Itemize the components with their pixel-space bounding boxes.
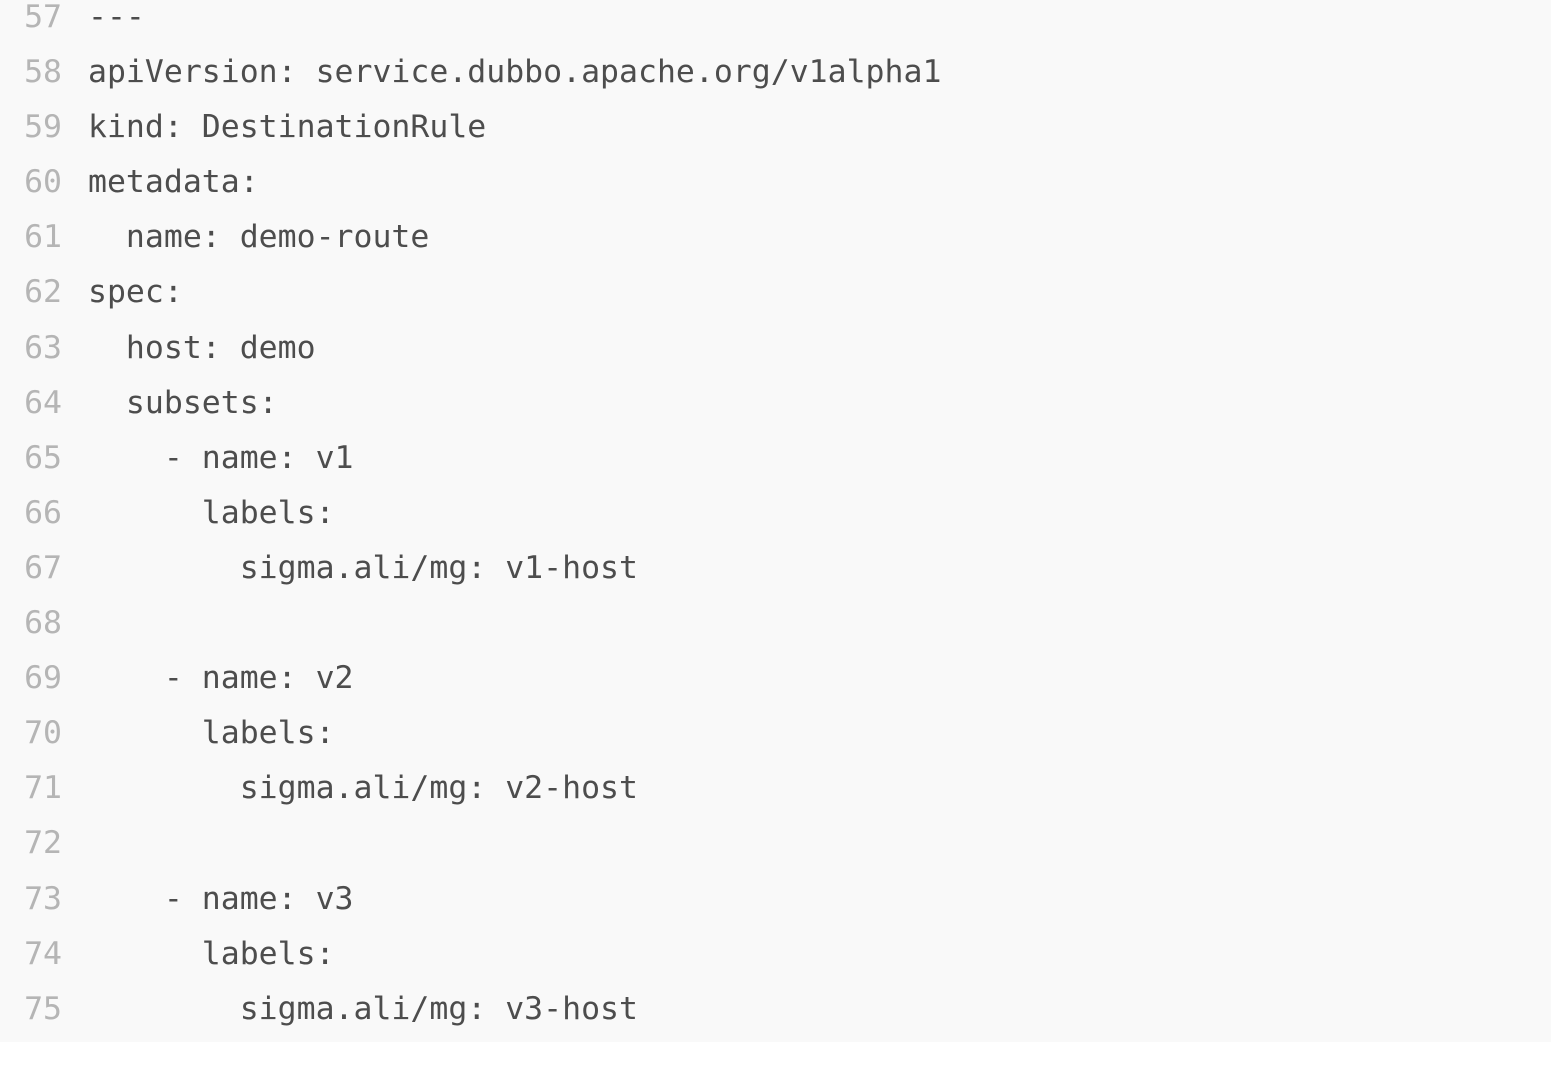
code-line: 58 apiVersion: service.dubbo.apache.org/v… [0,45,1551,100]
line-code: metadata: [88,164,259,201]
line-number: 59 [24,109,62,146]
line-code: sigma.ali/mg: v1-host [88,549,638,586]
line-code: name: demo-route [88,219,430,256]
code-line: 67 sigma.ali/mg: v1-host [0,541,1551,596]
line-number: 58 [24,54,62,91]
code-line: 74 labels: [0,927,1551,982]
code-viewer: 57 --- 58 apiVersion: service.dubbo.apache.… [0,0,1551,1037]
line-number: 67 [24,549,62,586]
code-line: 63 host: demo [0,321,1551,376]
line-code: - name: v2 [88,660,354,697]
line-number: 72 [24,825,62,862]
line-number: 68 [24,605,62,642]
line-code: - name: v1 [88,439,354,476]
line-code: host: demo [88,329,316,366]
code-line: 57 --- [0,0,1551,45]
line-code: labels: [88,935,335,972]
line-code: sigma.ali/mg: v2-host [88,770,638,807]
line-code: kind: DestinationRule [88,109,487,146]
line-number: 73 [24,880,62,917]
line-number: 60 [24,164,62,201]
line-code: labels: [88,494,335,531]
code-lines: 57 --- 58 apiVersion: service.dubbo.apache.… [0,0,1551,1037]
line-number: 71 [24,770,62,807]
line-number: 66 [24,494,62,531]
code-line: 75 sigma.ali/mg: v3-host [0,982,1551,1037]
line-number: 63 [24,329,62,366]
line-number: 70 [24,715,62,752]
line-code: sigma.ali/mg: v3-host [88,990,638,1027]
code-line: 61 name: demo-route [0,210,1551,265]
code-line: 73 - name: v3 [0,872,1551,927]
line-number: 75 [24,990,62,1027]
code-line: 60 metadata: [0,155,1551,210]
line-number: 61 [24,219,62,256]
line-code: spec: [88,274,183,311]
line-number: 65 [24,439,62,476]
line-code: subsets: [88,384,278,421]
line-number: 69 [24,660,62,697]
code-line: 70 labels: [0,706,1551,761]
line-number: 57 [24,0,62,35]
code-line: 62 spec: [0,265,1551,320]
line-number: 62 [24,274,62,311]
code-line: 71 sigma.ali/mg: v2-host [0,761,1551,816]
line-code: - name: v3 [88,880,354,917]
code-line: 68 [0,596,1551,651]
code-line: 72 [0,816,1551,871]
line-number: 64 [24,384,62,421]
line-code: labels: [88,715,335,752]
code-line: 59 kind: DestinationRule [0,100,1551,155]
code-line: 66 labels: [0,486,1551,541]
line-code: --- [88,0,145,35]
code-line: 65 - name: v1 [0,431,1551,486]
line-number: 74 [24,935,62,972]
code-line: 64 subsets: [0,376,1551,431]
line-code: apiVersion: service.dubbo.apache.org/v1a… [88,54,942,91]
code-line: 69 - name: v2 [0,651,1551,706]
